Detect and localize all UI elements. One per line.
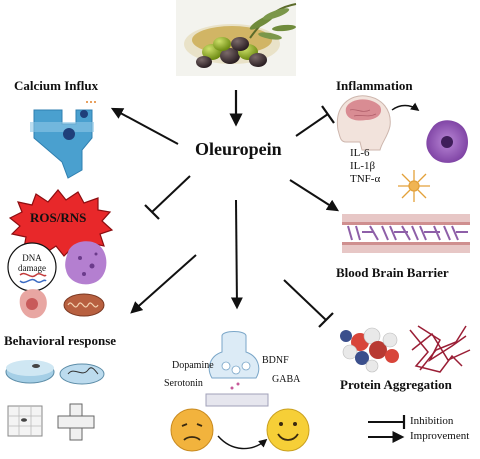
plus-maze-icon [57, 403, 95, 441]
legend-improvement-label: Improvement [410, 430, 470, 442]
cytokine-tnfa: TNF-α [350, 173, 381, 185]
legend-inhibition-label: Inhibition [410, 415, 454, 427]
ros-rns-label: ROS/RNS [30, 210, 87, 225]
legend-inhibition-symbol [368, 415, 406, 429]
gaba-label: GABA [272, 374, 301, 385]
astrocyte-icon [398, 170, 430, 202]
calcium-influx-label: Calcium Influx [14, 78, 99, 93]
oleuropein-label: Oleuropein [195, 139, 282, 159]
cytokine-list: IL-6 IL-1β TNF-α [350, 147, 380, 186]
dna-damage-icon [7, 242, 57, 292]
blood-brain-barrier-label: Blood Brain Barrier [336, 265, 449, 280]
behavioral-response-label: Behavioral response [4, 333, 117, 348]
arrow-to-calcium-influx [110, 107, 179, 145]
dopamine-label: Dopamine [172, 360, 214, 371]
inhibit-protein-aggregation [283, 279, 334, 328]
arrow-to-behavioral-response [130, 254, 197, 314]
damaged-cell-icon [65, 241, 107, 285]
protein-aggregate-icon [340, 327, 399, 373]
arrow-brain-to-microglia [391, 102, 420, 112]
water-maze-icon [5, 360, 55, 384]
protein-fibril-icon [409, 325, 471, 373]
olive-bowl-image [176, 0, 297, 76]
protein-aggregation-label: Protein Aggregation [340, 377, 452, 392]
sad-face-icon [170, 408, 214, 452]
arrow-sad-to-happy [217, 435, 268, 450]
cytokine-il1b: IL-1β [350, 160, 376, 172]
mitochondrion-icon [63, 293, 105, 317]
microglia-cell-icon [426, 120, 468, 163]
blood-brain-barrier-icon [342, 214, 470, 253]
happy-face-icon [266, 408, 310, 452]
inhibit-inflammation [295, 105, 335, 137]
cell-icon [19, 289, 47, 319]
swim-tracking-icon [59, 363, 105, 385]
inhibit-ros-rns [144, 175, 191, 220]
calcium-channel-icon [30, 101, 96, 179]
dna-damage-label: DNA damage [18, 253, 46, 273]
synapse-icon [205, 331, 269, 407]
inflammation-label: Inflammation [336, 78, 413, 93]
bdnf-label: BDNF [262, 355, 289, 366]
serotonin-label: Serotonin [164, 378, 203, 389]
arrow-to-blood-brain-barrier [289, 179, 340, 212]
open-field-maze-icon [7, 405, 43, 437]
human-head-brain-icon [336, 95, 391, 151]
cytokine-il6: IL-6 [350, 147, 370, 159]
arrow-to-neurotransmitters [230, 199, 243, 310]
